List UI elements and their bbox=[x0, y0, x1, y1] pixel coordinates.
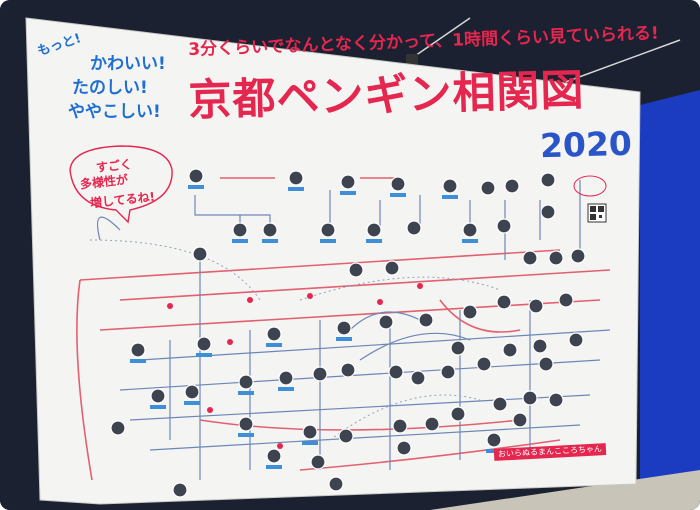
relation-lines-red bbox=[76, 177, 611, 481]
poster-year: 2020 bbox=[539, 123, 633, 166]
note-bubble bbox=[573, 175, 607, 197]
qr-code bbox=[587, 203, 607, 223]
penguin-nodes bbox=[110, 168, 586, 498]
speech-bubble bbox=[69, 145, 173, 224]
relation-lines-blue bbox=[96, 180, 611, 480]
wire-clip bbox=[406, 54, 418, 64]
tag-line-yayakoshii: ややこしい! bbox=[68, 102, 161, 122]
hanging-wire bbox=[411, 17, 471, 59]
tag-line-tanoshii: たのしい! bbox=[72, 78, 148, 98]
relation-lines-dotted bbox=[89, 239, 501, 441]
blue-wall bbox=[640, 90, 700, 510]
hanging-wire bbox=[559, 39, 681, 85]
poster-title: 京都ペンギン相関図 bbox=[187, 65, 586, 126]
poster-edge bbox=[25, 17, 641, 505]
poster-board bbox=[26, 18, 640, 504]
tag-line-kawaii: かわいい! bbox=[90, 54, 166, 74]
